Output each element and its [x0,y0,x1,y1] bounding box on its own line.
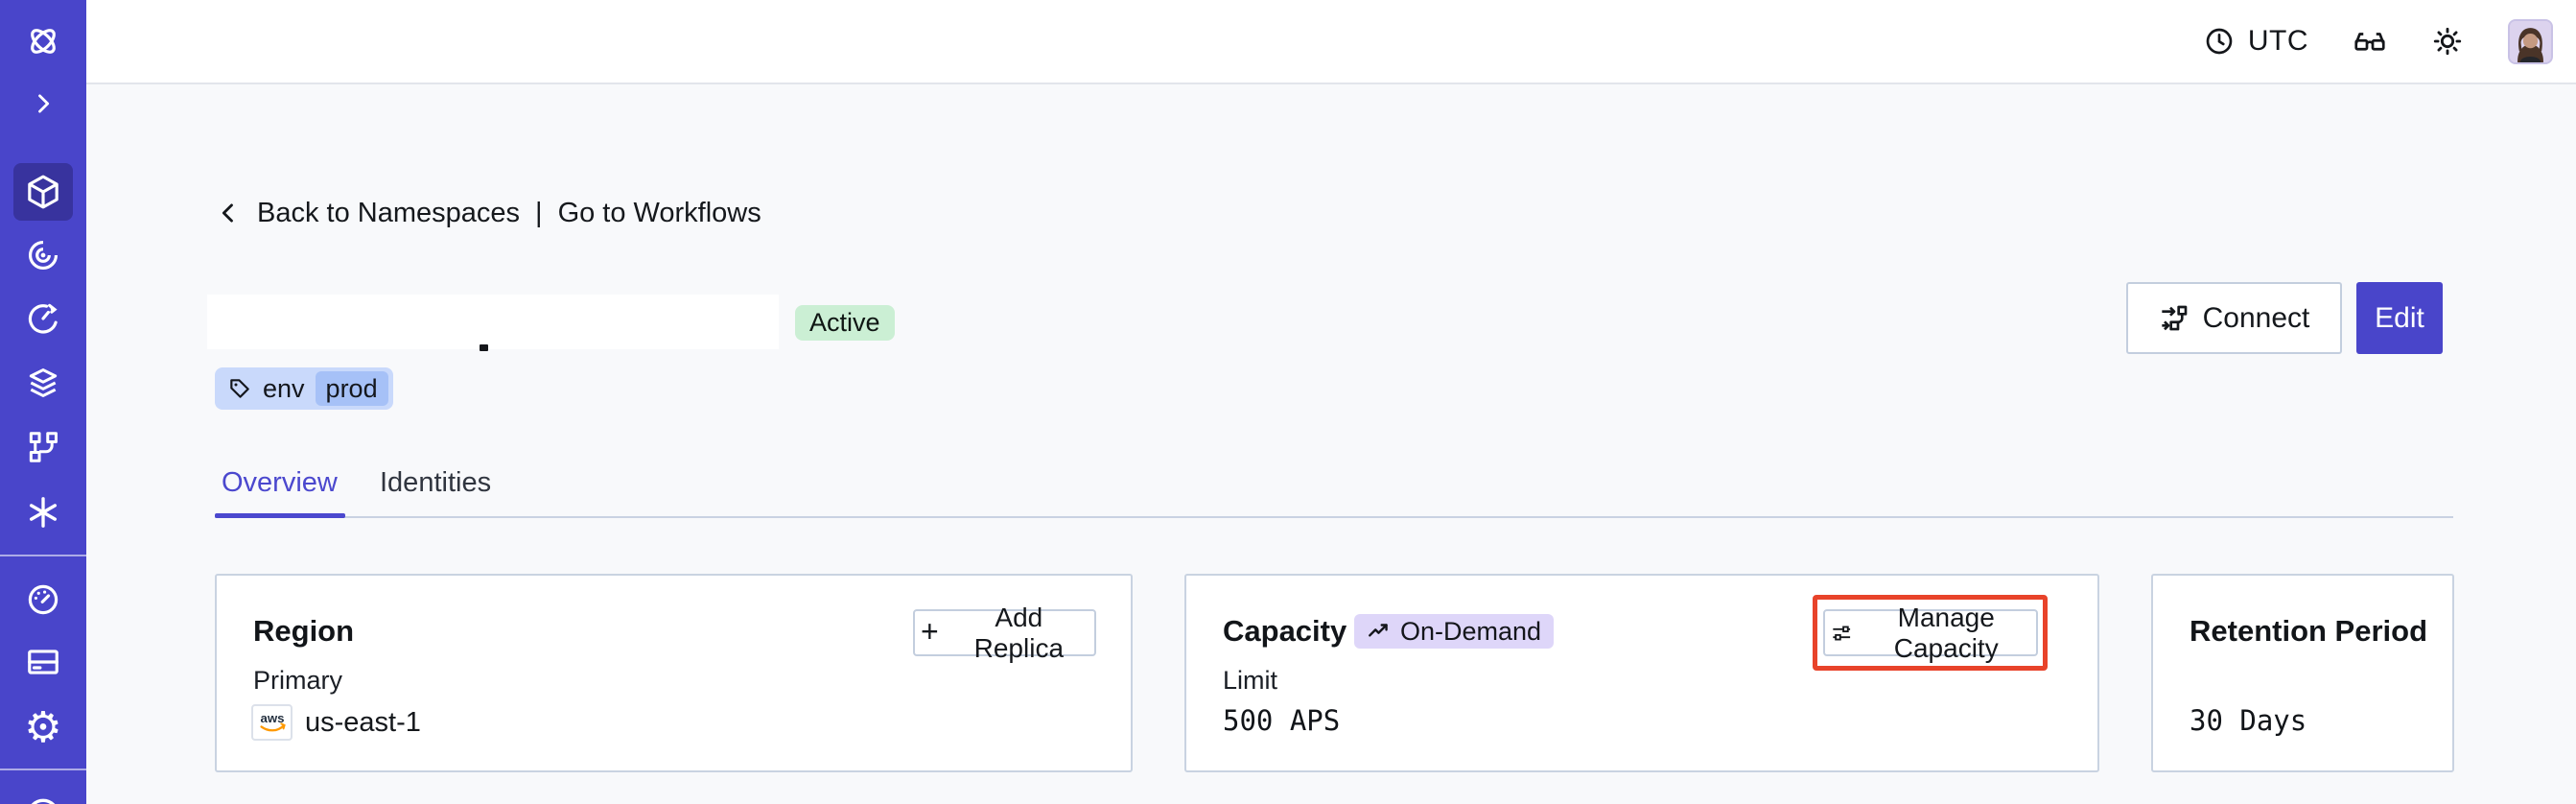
manage-capacity-label: Manage Capacity [1893,602,1999,663]
branch-workflow-icon[interactable] [0,429,86,465]
status-badge: Active [795,305,895,341]
tag-icon [230,379,249,398]
namespace-tag-chip[interactable]: env prod [215,367,393,410]
sidebar-divider [0,769,86,770]
trending-up-icon [1369,624,1388,637]
tag-value-label: prod [325,373,378,403]
sliders-icon [1832,626,1850,640]
annotation-highlight-box: Manage Capacity [1813,595,2048,671]
plus-icon: + [921,613,939,649]
connect-flow-icon [2161,305,2187,330]
topbar: UTC [86,0,2576,84]
nexus-swirl-icon[interactable] [0,237,86,273]
billing-card-icon[interactable] [0,644,86,680]
manage-capacity-button[interactable]: Manage Capacity [1822,603,2038,663]
on-demand-badge-label: On-Demand [1400,616,1542,646]
on-demand-badge: On-Demand [1354,614,1555,649]
glasses-icon[interactable] [2353,24,2387,59]
region-card: Region + Add Replica Primary aws us-east… [215,574,1133,772]
region-card-title: Region [253,614,355,648]
capacity-limit-value: 500 APS [1223,704,1341,737]
support-circle-icon[interactable] [0,792,86,804]
tab-identities[interactable]: Identities [380,467,491,499]
back-chevron-icon[interactable] [215,200,242,226]
connect-button[interactable]: Connect [2126,282,2342,354]
breadcrumb-separator: | [535,197,543,228]
retention-value: 30 Days [2190,704,2307,737]
tab-overview-label: Overview [222,467,338,498]
namespaces-cube-icon[interactable] [0,173,86,211]
breadcrumb: Back to Namespaces | Go to Workflows [215,194,761,232]
clock-icon [2206,28,2233,55]
status-badge-label: Active [809,308,880,337]
tag-key-label: env [263,373,305,403]
asterisk-icon[interactable] [0,494,86,531]
retention-card-title: Retention Period [2190,614,2428,648]
capacity-card: Capacity On-Demand Manage Capacity Limit… [1184,574,2099,772]
namespace-title-dot [480,344,488,351]
tab-overview[interactable]: Overview [222,467,338,499]
sidebar-nav: ⚙ [0,0,86,804]
connect-button-label: Connect [2202,301,2310,334]
add-replica-label: Add Replica [973,602,1065,663]
tabs-bottom-border [215,516,2453,518]
add-replica-button[interactable]: + Add Replica [913,603,1096,663]
usage-gauge-icon[interactable] [0,581,86,618]
user-avatar[interactable] [2508,18,2553,64]
aws-logo: aws [251,704,293,741]
edit-button[interactable]: Edit [2356,282,2443,354]
timezone-selector[interactable]: UTC [2204,25,2308,58]
temporal-logo-icon[interactable] [0,22,86,60]
capacity-limit-label: Limit [1223,666,1278,695]
expand-sidebar-chevron-icon[interactable] [0,88,86,119]
tab-identities-label: Identities [380,467,492,498]
settings-gear-icon[interactable]: ⚙ [24,704,62,751]
capacity-card-title: Capacity [1223,614,1347,648]
retention-card: Retention Period 30 Days [2151,574,2454,772]
region-value: us-east-1 [305,706,421,738]
tag-value-chip: prod [315,371,388,406]
breadcrumb-workflows-link[interactable]: Go to Workflows [557,197,761,228]
active-tab-underline [215,513,345,518]
schedules-clock-icon[interactable] [0,300,86,337]
namespace-title-redacted [207,295,779,349]
edit-button-label: Edit [2375,301,2424,334]
region-primary-label: Primary [253,666,342,695]
region-value-row: aws us-east-1 [251,704,421,741]
sidebar-divider [0,555,86,556]
timezone-label: UTC [2247,25,2308,57]
aws-logo-text: aws [260,711,284,725]
layers-icon[interactable] [0,365,86,401]
breadcrumb-back-link[interactable]: Back to Namespaces [257,197,521,228]
brightness-icon[interactable] [2431,25,2464,58]
